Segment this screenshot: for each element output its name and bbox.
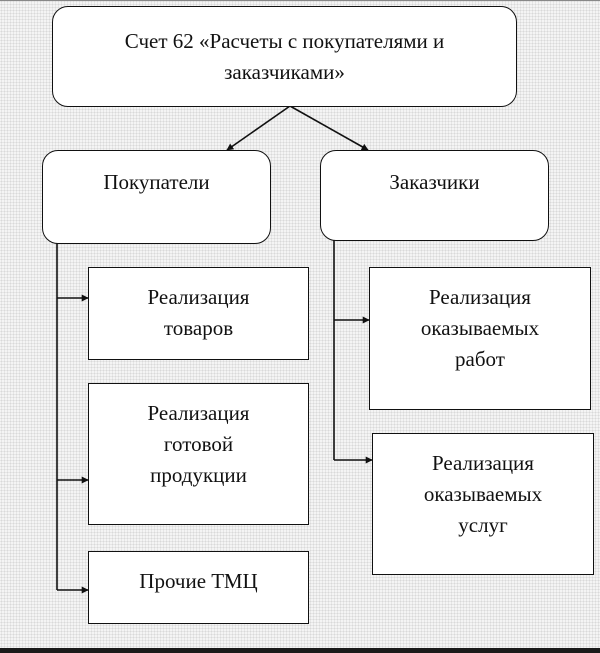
works-sales-box: Реализация оказываемых работ (369, 267, 591, 410)
goods-sales-box: Реализация товаров (88, 267, 309, 360)
goods-sales-line1: Реализация (147, 285, 250, 309)
other-inventory-label: Прочие ТМЦ (139, 569, 258, 593)
root-to-buyers-arrow (226, 105, 291, 151)
works-sales-line2: оказываемых (420, 316, 540, 340)
buyers-box: Покупатели (42, 150, 271, 244)
account-62-title-line2: заказчиками» (224, 59, 345, 84)
customers-label: Заказчики (389, 170, 480, 194)
goods-sales-line2: товаров (163, 316, 234, 340)
services-sales-box: Реализация оказываемых услуг (372, 433, 594, 575)
bottom-border (0, 648, 600, 653)
finished-products-sales-box: Реализация готовой продукции (88, 383, 309, 525)
services-sales-line1: Реализация (432, 451, 534, 475)
finished-products-line3: продукции (150, 463, 247, 487)
services-sales-line3: услуг (458, 513, 508, 537)
top-border (0, 0, 600, 1)
buyers-label: Покупатели (103, 170, 210, 194)
finished-products-line1: Реализация (147, 401, 250, 425)
account-62-title-line1: Счет 62 «Расчеты с покупателями и (124, 28, 445, 53)
root-to-customers-arrow (289, 105, 369, 151)
services-sales-line2: оказываемых (423, 482, 543, 506)
other-inventory-box: Прочие ТМЦ (88, 551, 309, 624)
works-sales-line1: Реализация (429, 285, 531, 309)
customers-box: Заказчики (320, 150, 549, 241)
finished-products-line2: готовой (163, 432, 234, 456)
account-62-box: Счет 62 «Расчеты с покупателями и заказч… (52, 6, 517, 107)
works-sales-line3: работ (455, 347, 505, 371)
